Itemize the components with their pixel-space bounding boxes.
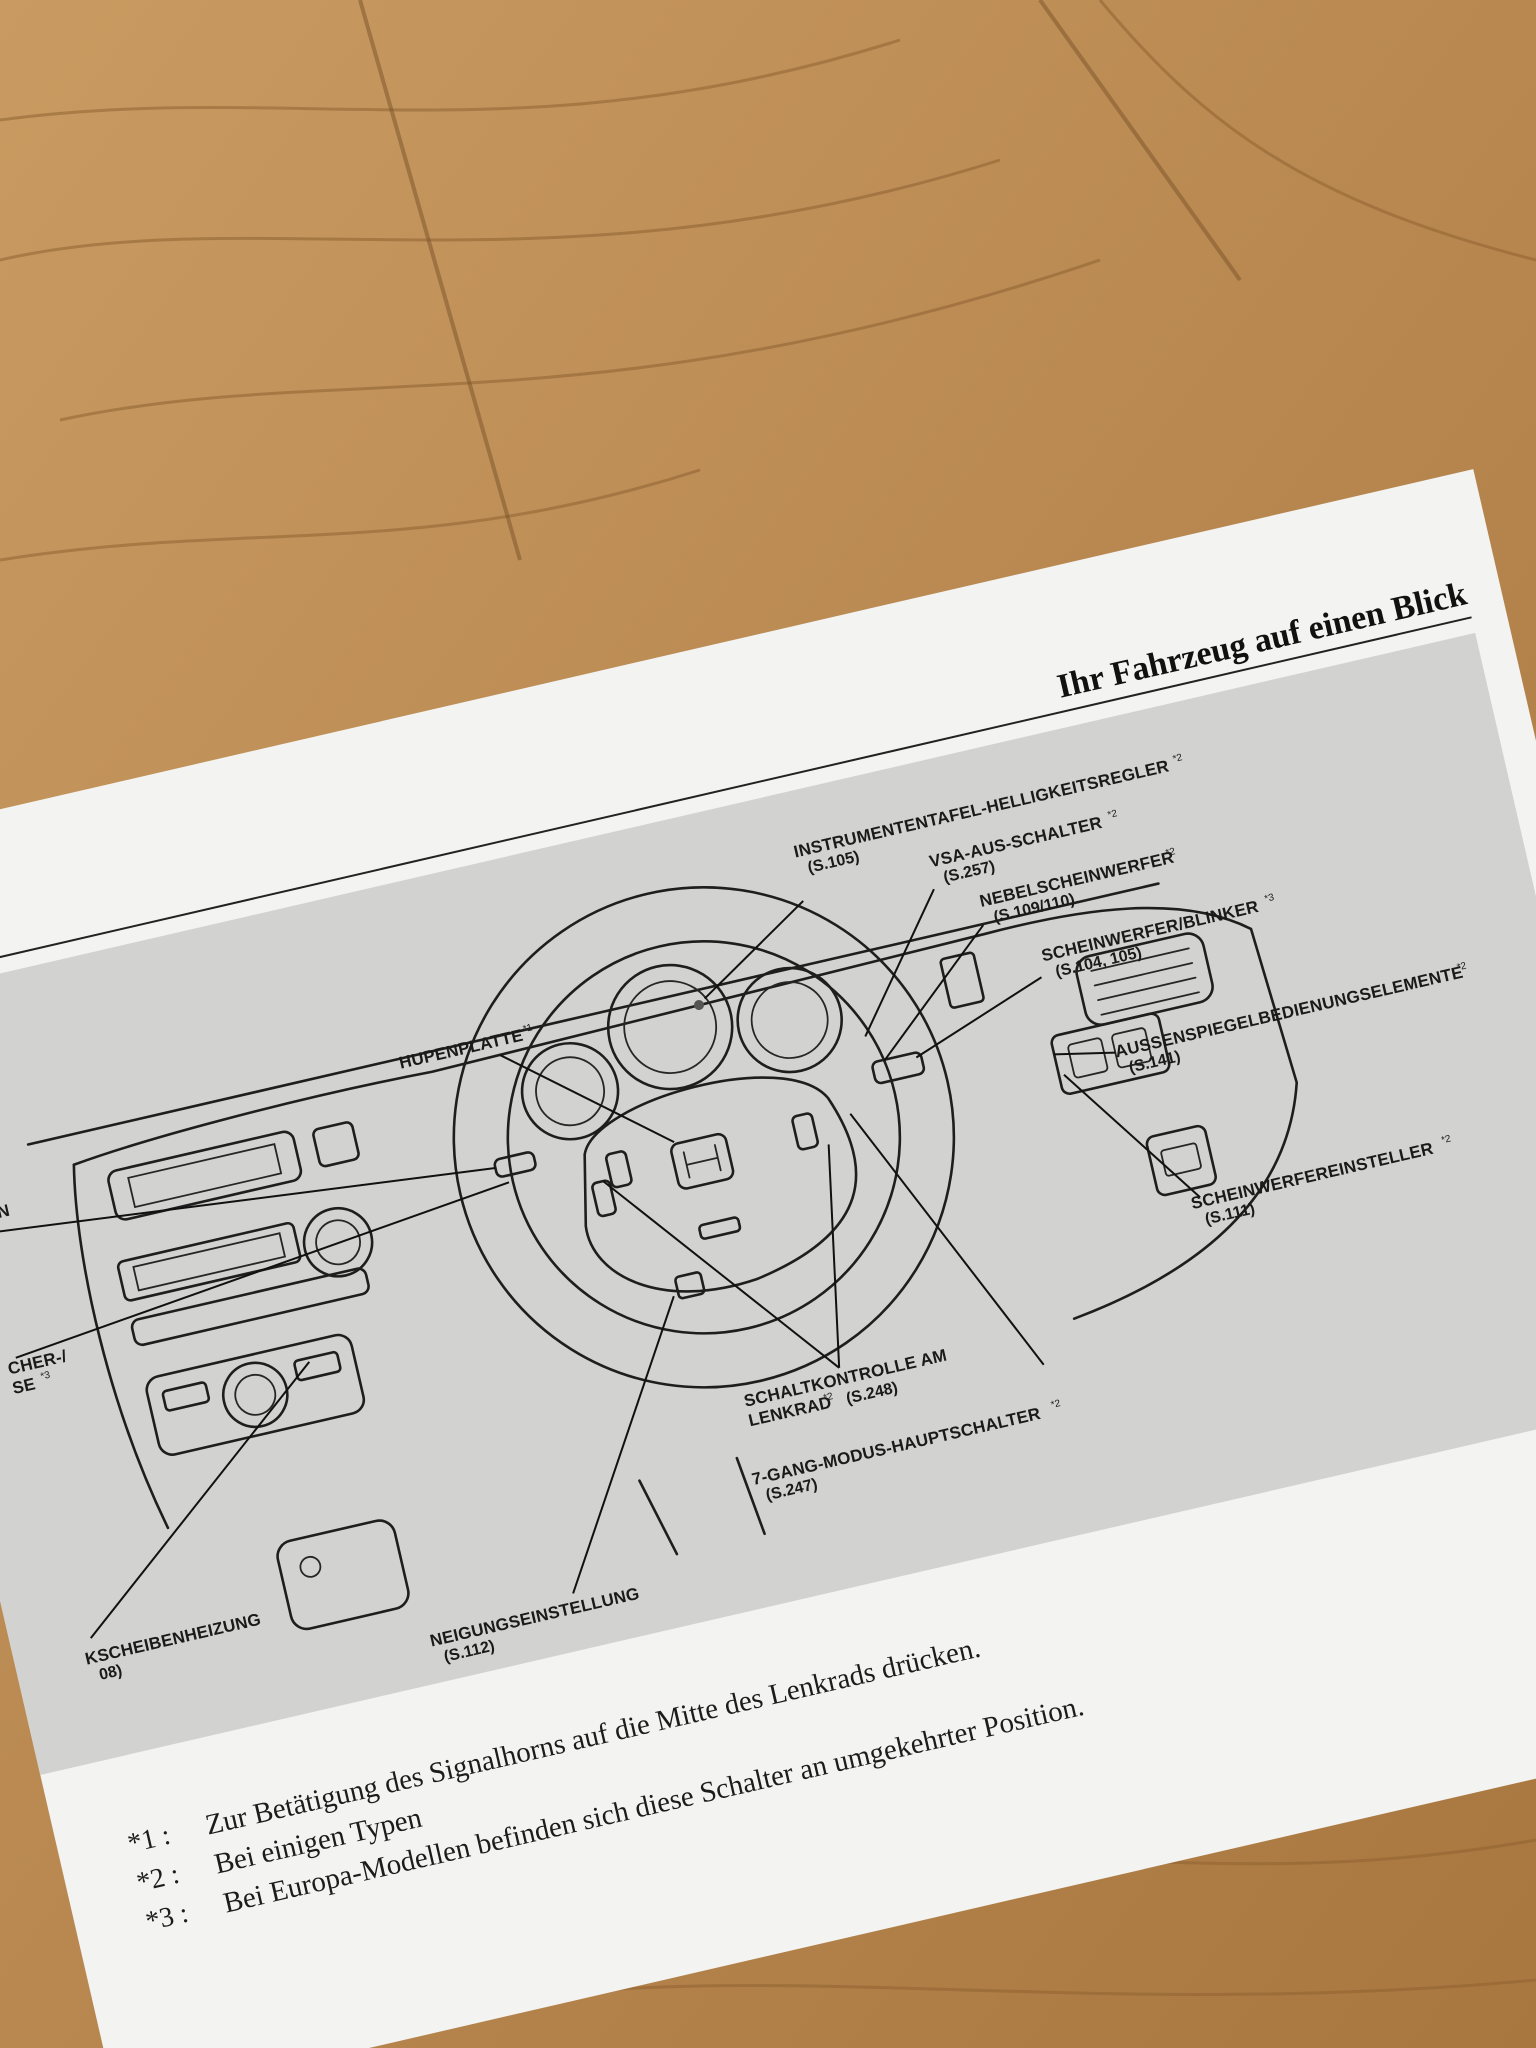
mark-scheinwerfer-blinker: *3 xyxy=(1264,892,1276,905)
ref-heckscheibe: 08) xyxy=(98,1662,124,1684)
leader-lines xyxy=(0,888,1201,1639)
mark-schaltkontrolle: *2 xyxy=(822,1391,834,1404)
mark-wischer: *3 xyxy=(40,1370,52,1383)
mark-aussenspiegel: *2 xyxy=(1456,960,1468,973)
mark-instrumententafel: *2 xyxy=(1172,752,1184,765)
illustration-panel xyxy=(0,632,1536,1775)
label-leuchten: HTEN xyxy=(0,1201,12,1230)
mark-vsa: *2 xyxy=(1107,808,1119,821)
header-rule xyxy=(0,616,1472,991)
label-wischer-line2: SE xyxy=(11,1374,38,1398)
dashboard-illustration xyxy=(26,882,1299,1631)
mark-scheinwerfereinsteller: *2 xyxy=(1440,1133,1452,1146)
mark-hupenplatte: *1 xyxy=(522,1022,534,1035)
mark-siebengang: *2 xyxy=(1050,1398,1062,1411)
mark-nebel: *2 xyxy=(1165,846,1177,859)
